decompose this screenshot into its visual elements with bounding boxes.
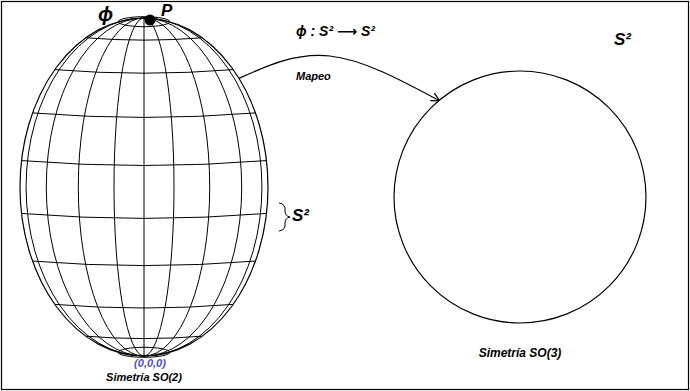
meridian	[78, 18, 209, 356]
parallel	[55, 304, 233, 308]
globe-grid	[22, 15, 290, 358]
mapping-arrow	[239, 55, 439, 100]
map-symbol: ϕ	[98, 3, 113, 25]
meridian	[26, 18, 262, 356]
shape-outline	[394, 71, 646, 323]
brace	[279, 203, 290, 231]
map-formula: ϕ : S² ⟶ S²	[296, 24, 375, 39]
parallel	[86, 336, 202, 338]
sphere-shape: Simetría SO(2)	[20, 18, 268, 356]
parallel	[33, 113, 256, 117]
sphere-label: S²	[292, 207, 309, 226]
meridian	[144, 18, 145, 356]
globe-lines	[22, 17, 267, 358]
shape-label: Simetría SO(3)	[479, 347, 562, 360]
point-label: P	[161, 2, 172, 21]
parallel	[22, 161, 267, 166]
origin-coords: (0,0,0)	[134, 357, 166, 369]
edge-label: Mapeo	[296, 70, 331, 82]
parallel	[33, 261, 256, 265]
shape-label: Simetría SO(2)	[106, 371, 182, 383]
meridian	[46, 18, 241, 356]
parallel	[86, 38, 202, 40]
shape-label: S²	[614, 31, 631, 50]
point-p	[145, 15, 156, 26]
shape-outline	[20, 18, 268, 356]
parallel	[55, 70, 233, 74]
circle-shape: S²Simetría SO(3)	[394, 71, 646, 323]
meridian	[114, 18, 174, 356]
parallel	[22, 213, 267, 218]
